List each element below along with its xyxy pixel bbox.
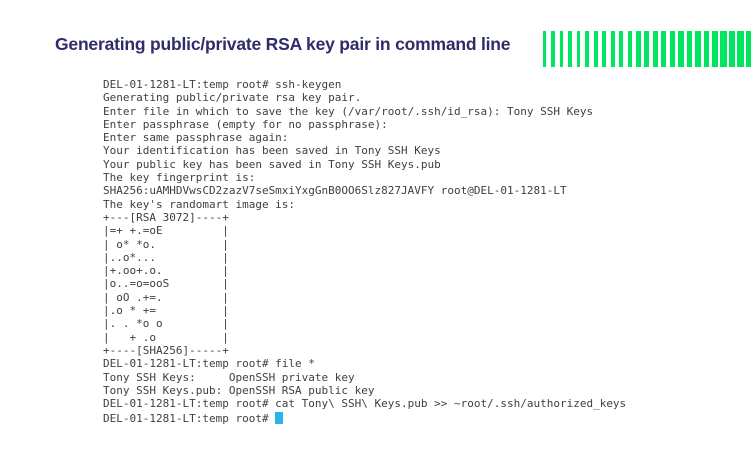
bar [669, 31, 676, 67]
bar [720, 31, 727, 67]
bar [678, 31, 684, 67]
bar [635, 31, 641, 67]
bar [695, 31, 701, 67]
terminal-cursor [275, 412, 284, 425]
bar [551, 31, 555, 67]
bar [661, 31, 667, 67]
barcode-decoration [543, 31, 751, 67]
terminal-output: DEL-01-1281-LT:temp root# ssh-keygen Gen… [103, 78, 626, 426]
bar [593, 31, 598, 67]
bar [559, 31, 564, 67]
bar [619, 31, 624, 67]
terminal-prompt: DEL-01-1281-LT:temp root# [103, 412, 276, 426]
bar [610, 31, 615, 67]
bar [737, 31, 744, 67]
bar [728, 31, 736, 67]
bar [652, 31, 658, 67]
bar [602, 31, 607, 67]
bar [576, 31, 581, 67]
bar [543, 31, 546, 67]
bar [585, 31, 590, 67]
terminal-lines: DEL-01-1281-LT:temp root# ssh-keygen Gen… [103, 78, 627, 411]
bar [745, 31, 751, 67]
bar [703, 31, 710, 67]
bar [644, 31, 650, 67]
bar [568, 31, 572, 67]
bar [627, 31, 633, 67]
page-title: Generating public/private RSA key pair i… [55, 34, 511, 54]
bar [712, 31, 719, 67]
bar [686, 31, 693, 67]
